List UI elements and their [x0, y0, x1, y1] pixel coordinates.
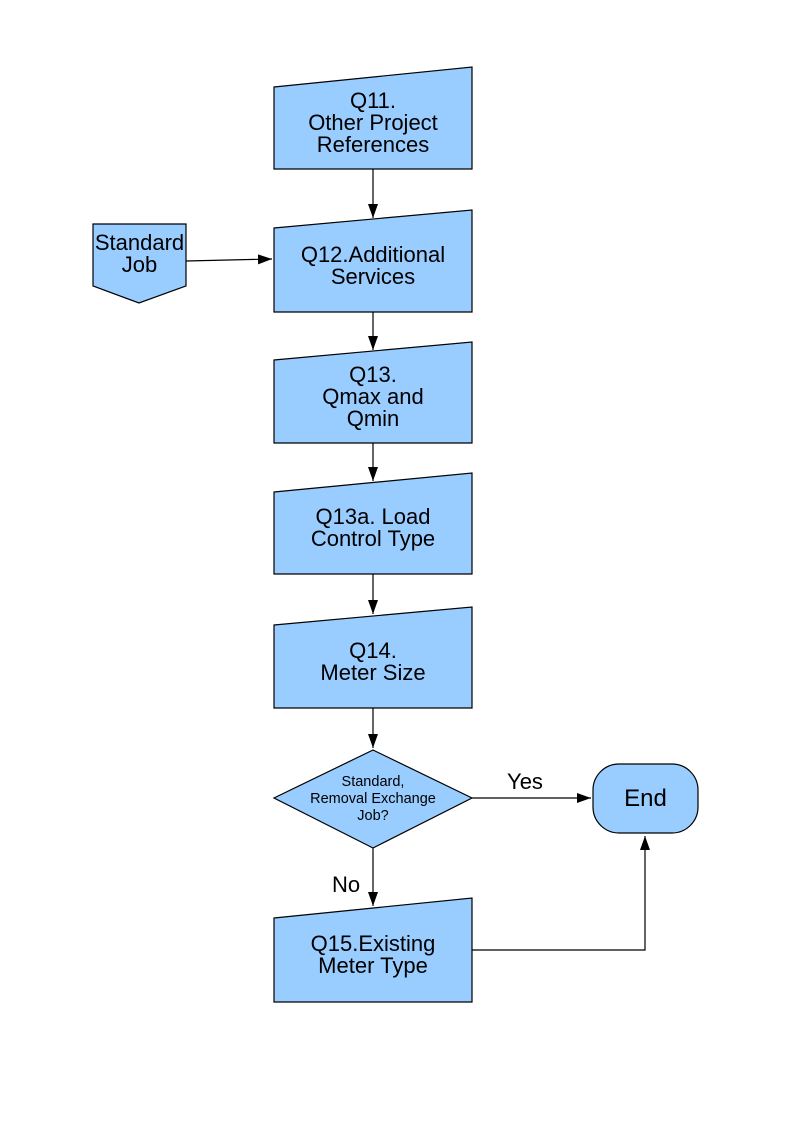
- edge-label-no: No: [331, 872, 361, 897]
- node-q12-additional-services: [273, 209, 473, 313]
- edge-q15-end: [472, 836, 650, 951]
- label-decision: Standard, Removal Exchange Job?: [310, 773, 436, 824]
- label-q12: Q12.Additional Services: [300, 241, 446, 289]
- edge-standard-job-q12: [185, 254, 273, 265]
- label-standard-job: Standard Job: [94, 230, 185, 277]
- node-end-terminator: [592, 763, 699, 834]
- node-q15-existing-meter-type: [273, 897, 473, 1003]
- label-q14: Q14. Meter Size: [320, 638, 426, 685]
- label-q15: Q15.Existing Meter Type: [310, 931, 436, 978]
- edge-label-yes: Yes: [507, 769, 543, 794]
- label-end: End: [624, 784, 667, 812]
- label-q13a: Q13a. Load Control Type: [310, 504, 436, 551]
- node-standard-job: [92, 223, 187, 304]
- label-q13: Q13. Qmax and Qmin: [322, 362, 424, 431]
- node-q14-meter-size: [273, 606, 473, 709]
- node-q11-other-project-references: [273, 66, 473, 170]
- node-q13-qmax-qmin: [273, 341, 473, 444]
- label-q11: Q11. Other Project References: [308, 88, 438, 157]
- node-q13a-load-control-type: [273, 472, 473, 575]
- node-decision-standard-removal-exchange-job: [272, 749, 474, 849]
